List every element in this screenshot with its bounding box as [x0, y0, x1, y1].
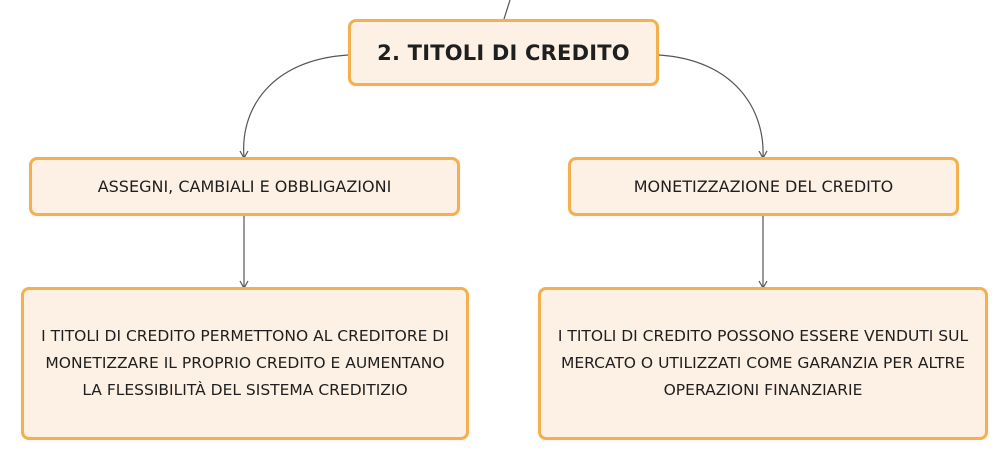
connector-root-to-left — [243, 54, 349, 158]
branch-node-label: MONETIZZAZIONE DEL CREDITO — [633, 177, 894, 196]
connector-root-to-right — [658, 54, 764, 158]
branch-node-monetizzazione: MONETIZZAZIONE DEL CREDITO — [568, 157, 959, 216]
incoming-connector — [503, 0, 511, 20]
branch-node-assegni: ASSEGNI, CAMBIALI E OBBLIGAZIONI — [29, 157, 460, 216]
leaf-node-monetizzazione-detail: I TITOLI DI CREDITO POSSONO ESSERE VENDU… — [538, 287, 988, 440]
leaf-node-text: I TITOLI DI CREDITO PERMETTONO AL CREDIT… — [41, 327, 449, 399]
branch-node-label: ASSEGNI, CAMBIALI E OBBLIGAZIONI — [97, 177, 392, 196]
leaf-node-assegni-detail: I TITOLI DI CREDITO PERMETTONO AL CREDIT… — [21, 287, 469, 440]
leaf-node-text: I TITOLI DI CREDITO POSSONO ESSERE VENDU… — [557, 327, 969, 399]
root-node-label: 2. TITOLI DI CREDITO — [377, 40, 630, 65]
root-node: 2. TITOLI DI CREDITO — [348, 19, 659, 86]
